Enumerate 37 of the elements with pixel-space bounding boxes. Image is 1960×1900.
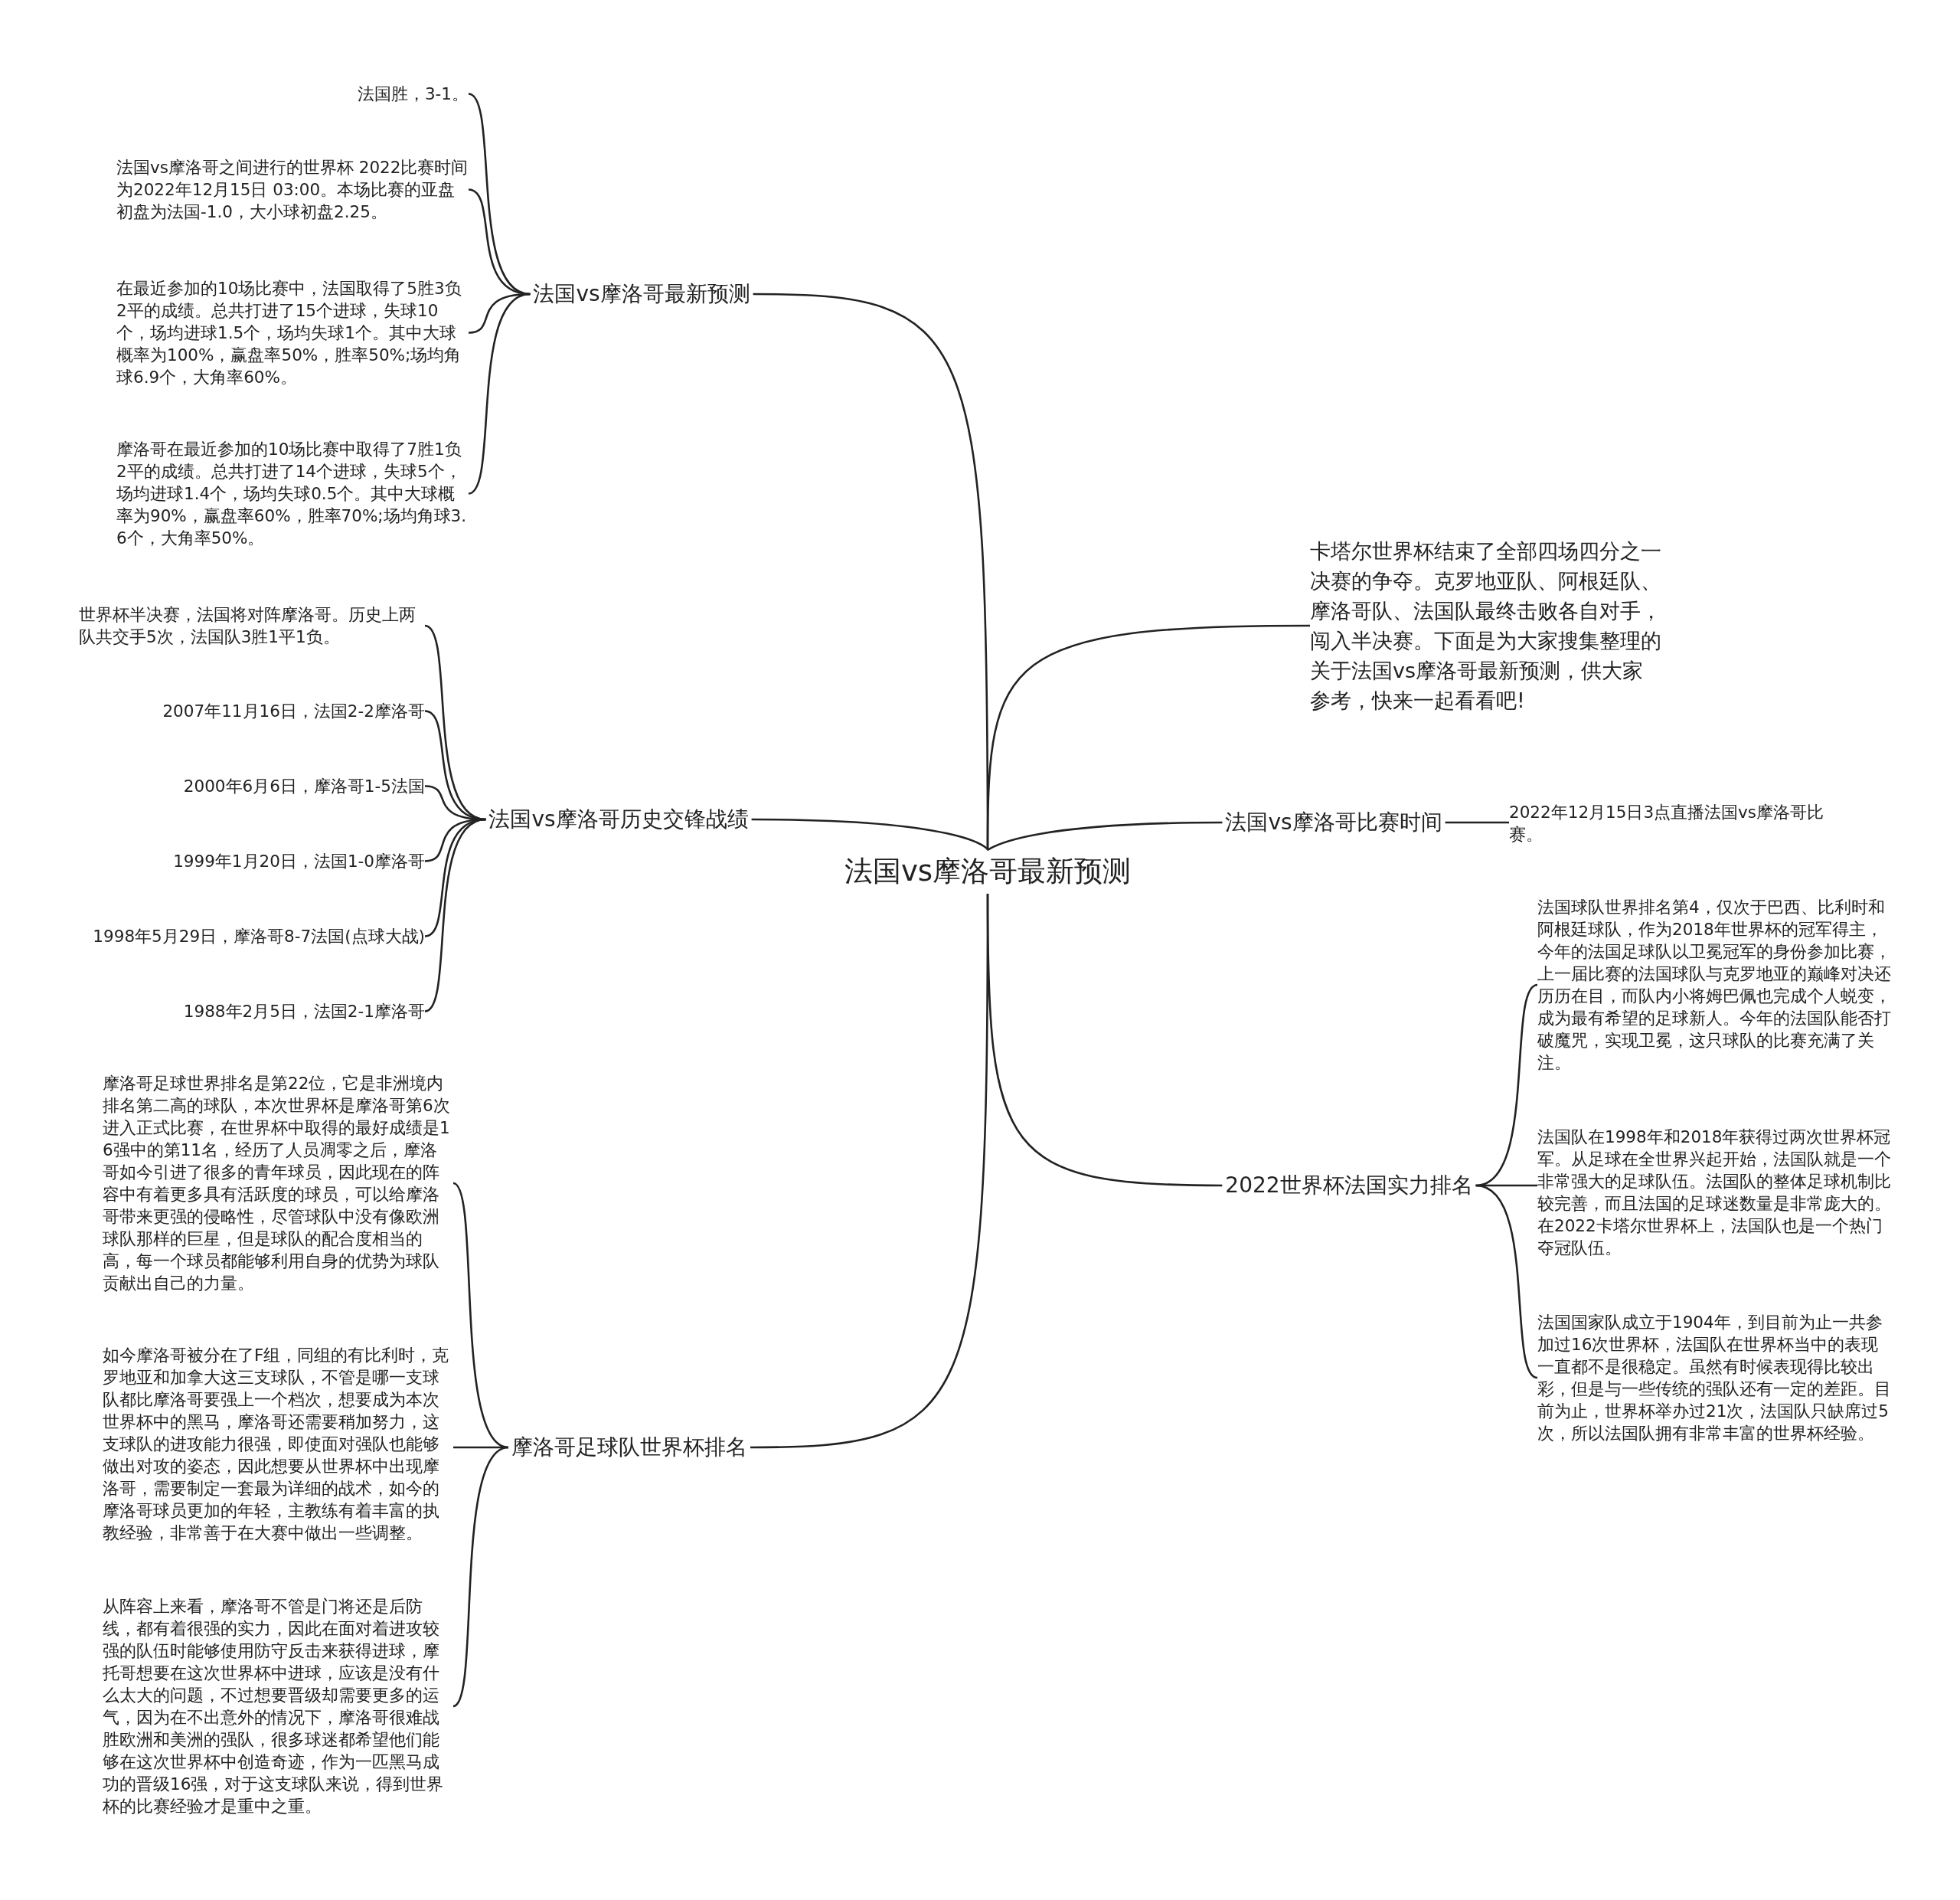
connector-line xyxy=(468,93,531,296)
connector-line xyxy=(986,894,1223,1187)
leaf-text: 法国球队世界排名第4，仅次于巴西、比利时和阿根廷球队，作为2018年世界杯的冠军得主，今年的法国足球队以卫冕冠军的身份参加比赛，上一届比赛的法国球队与克罗地亚的巅峰对决还历历在目，而队内小将姆巴佩也完成个人蜕变，成为最有希望的足球新人。今年的法国队能否打破魔咒，实现卫冕，这只球队的比赛充满了关注。 xyxy=(1537,896,1891,1074)
connector-line xyxy=(452,1446,509,1707)
central-topic: 法国vs摩洛哥最新预测 xyxy=(839,849,1136,894)
branch-topic: 法国vs摩洛哥比赛时间 xyxy=(1222,806,1446,839)
branch-topic: 2022世界杯法国实力排名 xyxy=(1222,1169,1476,1202)
leaf-text: 1988年2月5日，法国2-1摩洛哥 xyxy=(183,1000,425,1022)
connector-line xyxy=(468,293,531,495)
leaf-text: 2000年6月6日，摩洛哥1-5法国 xyxy=(183,775,425,797)
branch-topic: 法国vs摩洛哥历史交锋战绩 xyxy=(485,803,752,836)
connector-line xyxy=(751,818,988,850)
connector-line xyxy=(1475,1184,1538,1379)
leaf-text: 法国国家队成立于1904年，到目前为止一共参加过16次世界杯，法国队在世界杯当中的表现一直都不是很稳定。虽然有时候表现得比较出彩，但是与一些传统的强队还有一定的差距。目前为止，世界杯举办过21次，法国队只缺席过5次，所以法国队拥有非常丰富的世界杯经验。 xyxy=(1537,1311,1891,1444)
leaf-text: 世界杯半决赛，法国将对阵摩洛哥。历史上两队共交手5次，法国队3胜1平1负。 xyxy=(79,603,425,648)
connector-line xyxy=(1445,821,1509,824)
connector-line xyxy=(987,821,1223,851)
leaf-text: 在最近参加的10场比赛中，法国取得了5胜3负2平的成绩。总共打进了15个进球，失球10个，场均进球1.5个，场均失球1个。其中大球概率为100%，赢盘率50%，胜率50%;场均角球6.9个，大角率60%。 xyxy=(116,277,469,388)
leaf-text: 法国vs摩洛哥之间进行的世界杯 2022比赛时间为2022年12月15日 03:00。本场比赛的亚盘初盘为法国-1.0，大小球初盘2.25。 xyxy=(116,156,469,223)
leaf-text: 摩洛哥足球世界排名是第22位，它是非洲境内排名第二高的球队，本次世界杯是摩洛哥第6次进入正式比赛，在世界杯中取得的最好成绩是16强中的第11名，经历了人员凋零之后，摩洛哥如今引进了很多的青年球员，因此现在的阵容中有着更多具有活跃度的球员，可以给摩洛哥带来更强的侵略性，尽管球队中没有像欧洲球队那样的巨星，但是球队的配合度相当的高，每一个球员都能够利用自身的优势为球队贡献出自己的力量。 xyxy=(103,1072,453,1294)
leaf-text: 2007年11月16日，法国2-2摩洛哥 xyxy=(162,700,425,722)
connector-line xyxy=(452,1182,509,1449)
branch-topic: 摩洛哥足球队世界杯排名 xyxy=(508,1431,750,1463)
leaf-text: 2022年12月15日3点直播法国vs摩洛哥比赛。 xyxy=(1509,801,1846,845)
leaf-text: 1999年1月20日，法国1-0摩洛哥 xyxy=(173,850,425,872)
leaf-text: 法国胜，3-1。 xyxy=(357,83,469,105)
connector-line xyxy=(986,624,1310,849)
leaf-text: 摩洛哥在最近参加的10场比赛中取得了7胜1负2平的成绩。总共打进了14个进球，失球5个，场均进球1.4个，场均失球0.5个。其中大球概率为90%，赢盘率60%，胜率70%;场均角球3.6个，大角率50%。 xyxy=(116,438,469,549)
leaf-text: 如今摩洛哥被分在了F组，同组的有比利时，克罗地亚和加拿大这三支球队，不管是哪一支球队都比摩洛哥要强上一个档次，想要成为本次世界杯中的黑马，摩洛哥还需要稍加努力，这支球队的进攻能力很强，即使面对强队也能够做出对攻的姿态，因此想要从世界杯中出现摩洛哥，需要制定一套最为详细的战术，如今的摩洛哥球员更加的年轻，主教练有着丰富的执教经验，非常善于在大赛中做出一些调整。 xyxy=(103,1344,453,1544)
leaf-text: 从阵容上来看，摩洛哥不管是门将还是后防线，都有着很强的实力，因此在面对着进攻较强的队伍时能够使用防守反击来获得进球，摩托哥想要在这次世界杯中进球，应该是没有什么太大的问题，不过想要晋级却需要更多的运气，因为在不出意外的情况下，摩洛哥很难战胜欧洲和美洲的强队，很多球迷都希望他们能够在这次世界杯中创造奇迹，作为一匹黑马成功的晋级16强，对于这支球队来说，得到世界杯的比赛经验才是重中之重。 xyxy=(103,1595,453,1817)
connector-line xyxy=(1475,983,1538,1187)
connector-line xyxy=(424,818,486,1012)
leaf-text: 法国队在1998年和2018年获得过两次世界杯冠军。从足球在全世界兴起开始，法国队就是一个非常强大的足球队伍。法国队的整体足球机制比较完善，而且法国的足球迷数量是非常庞大的。在2022卡塔尔世界杯上，法国队也是一个热门夺冠队伍。 xyxy=(1537,1126,1891,1259)
connector-line xyxy=(424,624,486,821)
intro-paragraph: 卡塔尔世界杯结束了全部四场四分之一决赛的争夺。克罗地亚队、阿根廷队、摩洛哥队、法国队最终击败各自对手，闯入半决赛。下面是为大家搜集整理的关于法国vs摩洛哥最新预测，供大家参考，快来一起看看吧! xyxy=(1310,536,1662,715)
leaf-text: 1998年5月29日，摩洛哥8-7法国(点球大战) xyxy=(93,925,425,947)
branch-topic: 法国vs摩洛哥最新预测 xyxy=(530,278,753,310)
